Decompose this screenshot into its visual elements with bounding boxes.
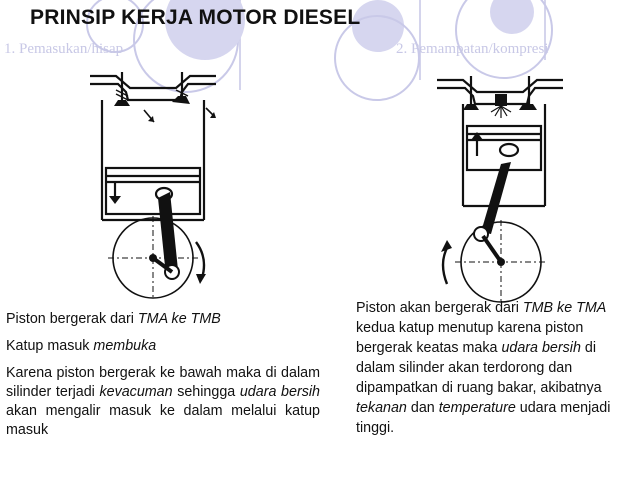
subheading-intake: 1. Pemasukan/hisap [4,41,124,57]
compression-description: Piston akan bergerak dari TMB ke TMA ked… [356,298,632,438]
text: di dalam silinder akan terdorong dan dip… [356,340,602,396]
down-arrow-icon [109,182,121,204]
decor-circle-icon [165,0,245,60]
engine-diagram-compression [437,76,563,304]
rotation-arrow-icon [441,240,452,285]
text-italic: membuka [93,338,157,354]
intake-line-2: Katup masuk membuka [6,337,320,356]
rotation-arrow-icon [195,241,206,284]
text: dan [406,400,439,416]
decor-circle-icon [86,0,144,53]
intake-line-1: Piston bergerak dari TMA ke TMB [6,310,320,329]
text-italic: udara bersih [501,340,581,356]
decor-circle-icon [334,15,420,101]
engine-diagram-intake [90,72,216,300]
decor-circle-icon [455,0,553,79]
text-italic: udara bersih [239,384,320,400]
text-italic: temperature [438,400,516,416]
subheading-compression: 2. Pemampatan/kompresi [396,41,549,57]
text: Piston akan bergerak dari [356,300,523,316]
text: sehingga [172,384,240,400]
compression-paragraph: Piston akan bergerak dari TMB ke TMA ked… [356,298,632,438]
text-italic: tekanan [356,400,407,416]
text: Katup masuk [6,338,94,354]
text-italic: TMB ke TMA [522,300,607,316]
text: udara menjadi tinggi. [356,400,611,436]
text: Karena piston bergerak ke bawah maka di … [6,365,320,400]
text: akan mengalir masuk ke dalam melalui kat… [6,403,320,438]
text: Piston bergerak dari [6,311,138,327]
intake-description: Piston bergerak dari TMA ke TMB Katup ma… [6,310,320,440]
intake-paragraph: Karena piston bergerak ke bawah maka di … [6,364,320,440]
page-title: PRINSIP KERJA MOTOR DIESEL [30,6,361,29]
up-arrow-icon [471,132,483,156]
text: kedua katup menutup karena piston berger… [356,320,584,356]
decor-circle-icon [352,0,404,52]
text-italic: kevacuman [99,384,173,400]
text-italic: TMA ke TMB [137,311,221,327]
decor-circle-icon [490,0,534,34]
